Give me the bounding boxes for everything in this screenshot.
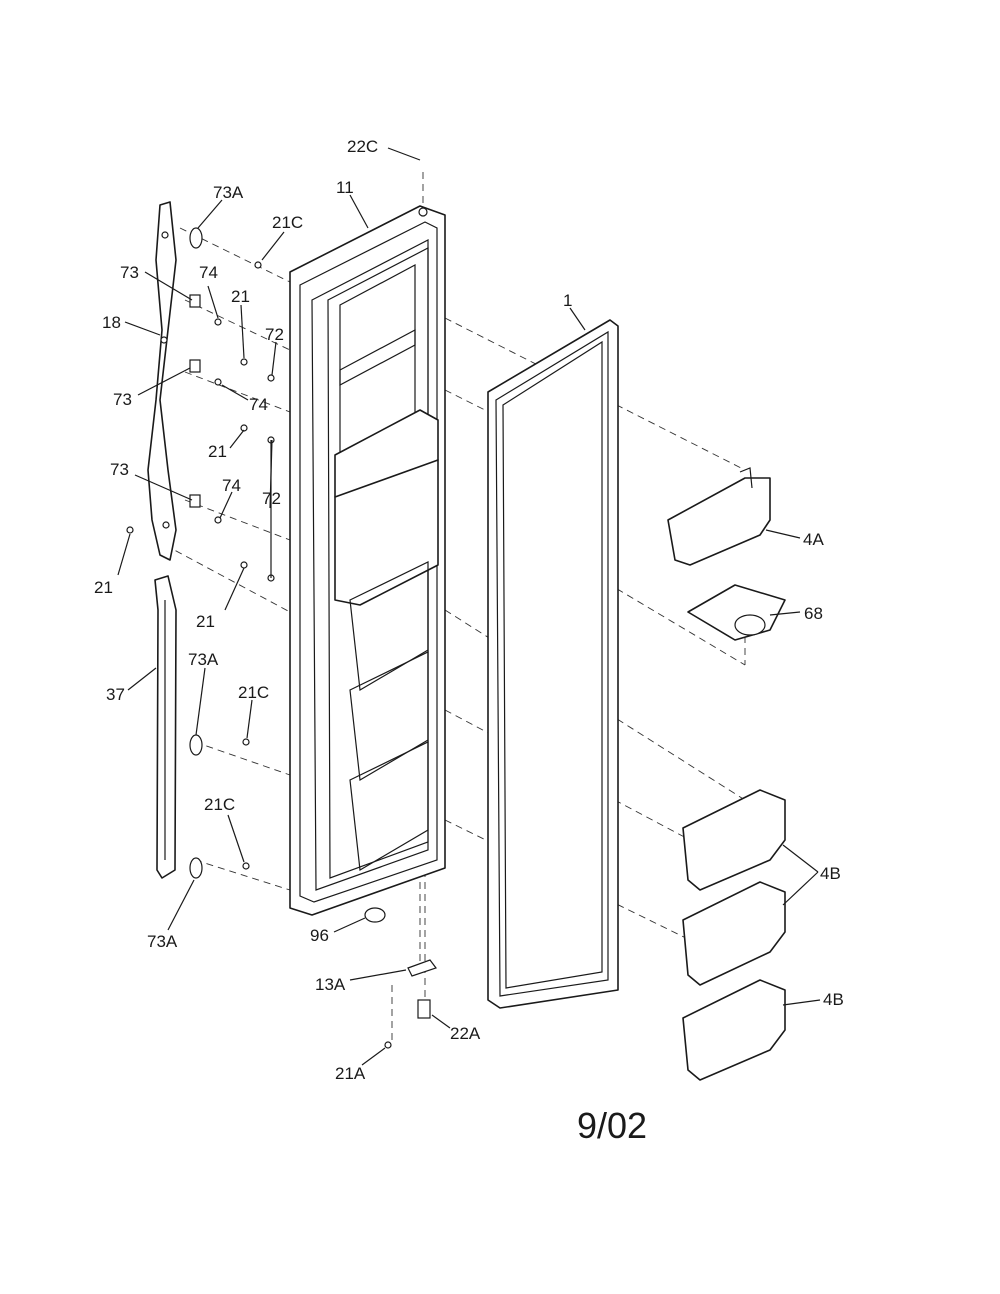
callout-labels: 22C 11 73A 21C 73 74 21 18 72 73 74 21 7… xyxy=(94,137,844,1083)
bottom-hardware xyxy=(364,907,437,1049)
hardware-items xyxy=(126,227,275,879)
callout-73A-top: 73A xyxy=(213,183,244,202)
callout-21-fourth: 21 xyxy=(196,612,215,631)
callout-21C-lower: 21C xyxy=(204,795,235,814)
callout-96: 96 xyxy=(310,926,329,945)
callout-74-second: 74 xyxy=(249,395,268,414)
callout-13A: 13A xyxy=(315,975,346,994)
callout-4B-upper: 4B xyxy=(820,864,841,883)
callout-22C: 22C xyxy=(347,137,378,156)
door-bin-4A xyxy=(667,467,771,566)
leader-lines xyxy=(117,147,821,1066)
callout-21-third: 21 xyxy=(94,578,113,597)
callout-73-first: 73 xyxy=(120,263,139,282)
callout-22A: 22A xyxy=(450,1024,481,1043)
callout-21-first: 21 xyxy=(231,287,250,306)
callout-21-second: 21 xyxy=(208,442,227,461)
callout-74-third: 74 xyxy=(222,476,241,495)
revision-date: 9/02 xyxy=(577,1105,647,1146)
door-bin-4B-middle xyxy=(682,881,786,986)
callout-74-first: 74 xyxy=(199,263,218,282)
callout-73-third: 73 xyxy=(110,460,129,479)
callout-73A-bottom: 73A xyxy=(147,932,178,951)
callout-11: 11 xyxy=(336,178,354,197)
callout-21A: 21A xyxy=(335,1064,366,1083)
handle-upper xyxy=(147,201,177,561)
handle-lower xyxy=(154,575,177,879)
callout-21C-top: 21C xyxy=(272,213,303,232)
door-assembly xyxy=(289,205,446,916)
door-bin-4B-upper xyxy=(682,789,786,891)
callout-73-second: 73 xyxy=(113,390,132,409)
callout-72-second: 72 xyxy=(262,489,281,508)
callout-72-first: 72 xyxy=(265,325,284,344)
callout-73A-middle: 73A xyxy=(188,650,219,669)
callout-21C-middle: 21C xyxy=(238,683,269,702)
alignment-lines xyxy=(164,172,746,1045)
callout-4A: 4A xyxy=(803,530,824,549)
callout-37: 37 xyxy=(106,685,125,704)
callout-4B-lower: 4B xyxy=(823,990,844,1009)
callout-1: 1 xyxy=(563,291,572,310)
door-bin-4B-lower xyxy=(682,979,786,1081)
ice-bin-68 xyxy=(687,584,786,641)
callout-68: 68 xyxy=(804,604,823,623)
door-gasket xyxy=(487,319,619,1009)
callout-18: 18 xyxy=(102,313,121,332)
